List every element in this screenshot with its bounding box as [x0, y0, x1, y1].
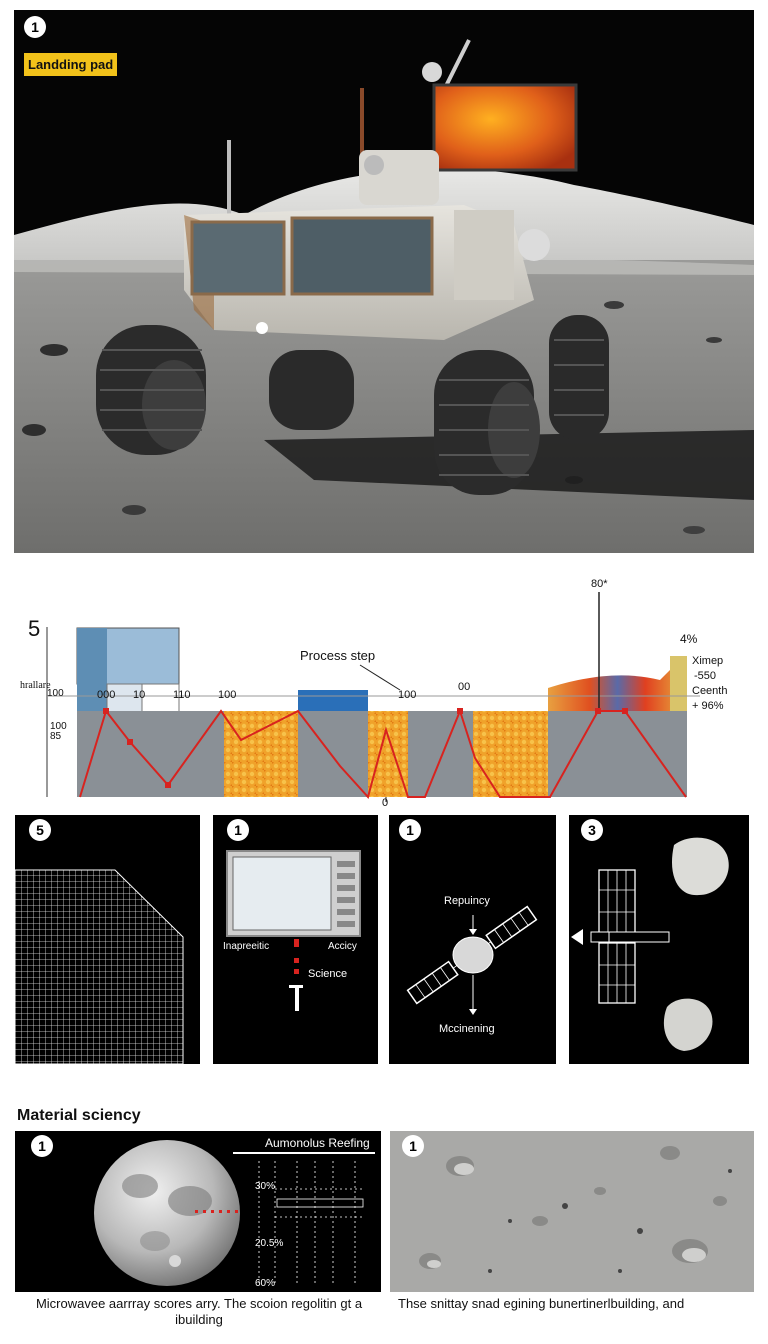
row-label-5: 100 — [398, 689, 417, 701]
rover-photo: 1 Landding pad — [14, 10, 754, 553]
row-label-3: 110 — [173, 689, 191, 701]
row-label-4: 100 — [218, 689, 237, 701]
moon-panel-badge: 1 — [31, 1135, 53, 1157]
row-label-1: 000 — [97, 689, 116, 701]
grid-panel-badge: 5 — [29, 819, 51, 841]
process-top-marker: 80* — [591, 578, 608, 590]
asteroid-panel-badge: 3 — [581, 819, 603, 841]
section-title: Material sciency — [17, 1107, 141, 1124]
rover-illustration — [14, 10, 754, 553]
row-label-2: 10 — [133, 689, 146, 701]
monitor-left-label: Inapreeitic — [223, 941, 270, 952]
surface-graphic — [390, 1131, 754, 1292]
process-diagram: 5 hrallare Process step 80* 0 100 100 85… — [0, 570, 768, 810]
surface-caption: Thse snittay snad egining bunertinerlbui… — [398, 1296, 685, 1311]
grid-panel: 5 — [15, 815, 200, 1064]
left-tick-3: 85 — [50, 731, 62, 742]
satellite-bottom-label: Mccinening — [439, 1023, 495, 1035]
surface-panel: 1 — [390, 1131, 754, 1292]
monitor-graphic — [226, 850, 361, 1011]
left-tick-1: 100 — [47, 688, 64, 699]
readout-3: 60% — [255, 1278, 276, 1289]
left-tick-2: 100 — [50, 721, 67, 732]
monitor-panel-badge: 1 — [227, 819, 249, 841]
surface-panel-badge: 1 — [402, 1135, 424, 1157]
right-label-3: Ceenth — [692, 685, 728, 697]
solar-grid-graphic — [15, 869, 184, 1064]
row-label-6: 00 — [458, 681, 471, 693]
right-pct: 4% — [680, 632, 698, 646]
monitor-bottom-label: Science — [308, 968, 348, 980]
moon-panel-title: Aumonolus Reefing — [265, 1136, 370, 1150]
process-title: Process step — [300, 648, 376, 663]
right-label-1: Ximep — [692, 655, 724, 667]
process-diagram-graphic — [46, 592, 700, 802]
moon-graphic — [94, 1140, 375, 1286]
monitor-panel: 1 Inapreeitic Accicy Science — [213, 815, 378, 1064]
satellite-panel-badge: 1 — [399, 819, 421, 841]
process-bottom-marker: 0 — [382, 797, 389, 809]
satellite-graphic — [406, 905, 538, 1015]
process-badge: 5 — [28, 616, 41, 641]
right-label-2: -550 — [694, 670, 717, 682]
readout-2: 20.5% — [255, 1238, 284, 1249]
satellite-top-label: Repuincy — [444, 895, 490, 907]
moon-caption: Microwavee aarrray scores arry. The scoi… — [35, 1296, 363, 1327]
monitor-right-label: Accicy — [328, 941, 357, 952]
moon-panel: 1 Aumonolus Reefing 30% 20.5% 60% — [15, 1131, 381, 1292]
asteroid-graphic — [571, 837, 729, 1051]
process-ylabel: hrallare — [20, 680, 51, 691]
landing-pad-label: Landding pad — [24, 53, 118, 76]
right-label-4: + 96% — [692, 700, 724, 712]
readout-1: 30% — [255, 1181, 276, 1192]
hero-badge: 1 — [24, 16, 46, 38]
satellite-panel: 1 Repuincy Mccinening — [389, 815, 556, 1064]
asteroid-panel: 3 — [569, 815, 749, 1064]
